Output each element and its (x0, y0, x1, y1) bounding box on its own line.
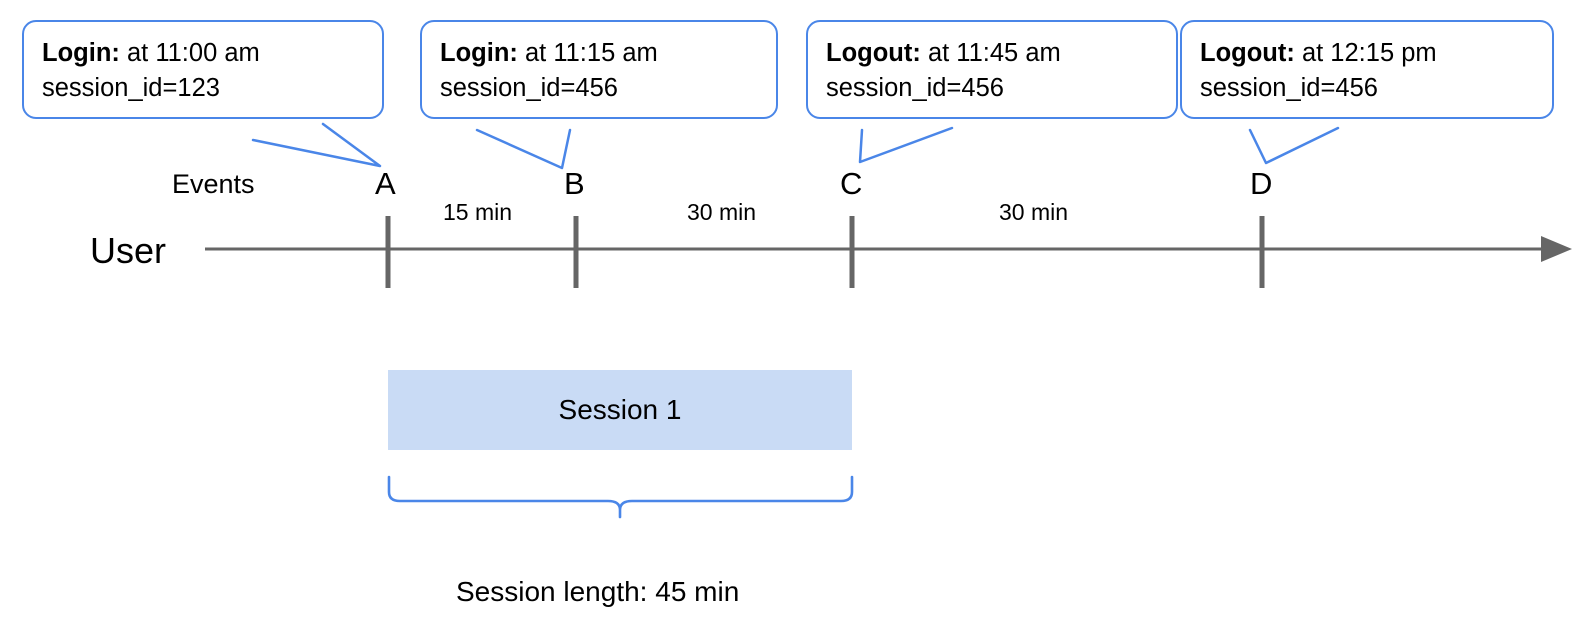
callout-c-line2: session_id=456 (826, 73, 1004, 102)
callout-a-rest: at 11:00 am (119, 39, 260, 67)
callout-b-rest: at 11:15 am (517, 39, 658, 67)
duration-label-c-d: 30 min (999, 199, 1069, 225)
session-bar-label: Session 1 (558, 394, 682, 425)
session-bar[interactable]: Session 1 (388, 370, 852, 450)
event-marker-c: C (840, 166, 863, 201)
callout-tail-a (251, 122, 382, 168)
callout-a-bold: Login: (42, 39, 120, 67)
callout-d-line1: Logout: at 12:15 pm (1200, 36, 1534, 71)
callout-c-bold: Logout: (826, 39, 921, 67)
callout-a-line2: session_id=123 (42, 73, 220, 102)
callout-c-line1: Logout: at 11:45 am (826, 36, 1158, 71)
callout-event-a[interactable]: Login: at 11:00 am session_id=123 (22, 20, 384, 120)
event-marker-b: B (564, 166, 585, 201)
session-length-caption: Session length: 45 min (456, 576, 740, 607)
duration-label-a-b: 15 min (443, 199, 513, 225)
callout-event-c[interactable]: Logout: at 11:45 am session_id=456 (806, 20, 1178, 120)
lane-label-events: Events (172, 169, 255, 199)
callout-c-rest: at 11:45 am (920, 39, 1061, 67)
lane-label-user: User (90, 230, 167, 271)
timeline-arrowhead (1541, 236, 1572, 262)
duration-label-b-c: 30 min (687, 199, 757, 225)
callout-b-line2: session_id=456 (440, 73, 618, 102)
callout-b-bold: Login: (440, 39, 518, 67)
callout-d-bold: Logout: (1200, 39, 1295, 67)
event-marker-a: A (375, 166, 396, 201)
callout-tail-d (1248, 126, 1340, 165)
callout-a-line1: Login: at 11:00 am (42, 36, 364, 71)
session-length-brace (387, 475, 854, 519)
callout-d-rest: at 12:15 pm (1294, 39, 1437, 67)
callout-b-line1: Login: at 11:15 am (440, 36, 758, 71)
event-marker-d: D (1250, 166, 1273, 201)
callout-tail-c (858, 126, 954, 164)
callout-event-d[interactable]: Logout: at 12:15 pm session_id=456 (1180, 20, 1554, 120)
callout-event-b[interactable]: Login: at 11:15 am session_id=456 (420, 20, 778, 120)
callout-d-line2: session_id=456 (1200, 73, 1378, 102)
callout-tail-b (475, 128, 572, 170)
